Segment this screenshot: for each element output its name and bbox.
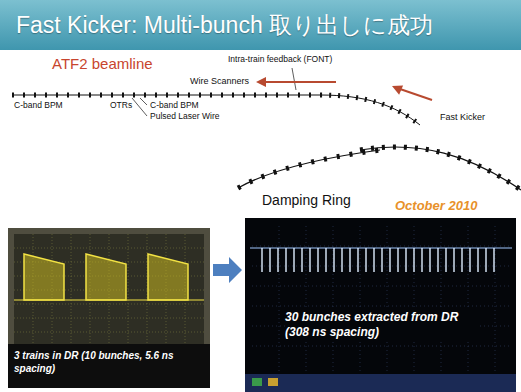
block-arrow <box>213 257 242 283</box>
component-label: Wire Scanners <box>190 76 249 86</box>
title-band: Fast Kicker: Multi-bunch 取り出しに成功 <box>0 0 521 50</box>
date-label: October 2010 <box>395 199 477 214</box>
component-label: OTRs <box>110 101 132 111</box>
photo-caption: 3 trains in DR (10 bunches, 5.6 ns spaci… <box>14 350 182 375</box>
component-label: Intra-train feedback (FONT) <box>228 55 332 65</box>
oscilloscope-photo <box>245 218 516 392</box>
section-heading: ATF2 beamline <box>52 55 153 72</box>
component-label: Fast Kicker <box>440 112 485 122</box>
photo-caption: 30 bunches extracted from DR (308 ns spa… <box>285 310 480 340</box>
oscilloscope-frame: 30 bunches extracted from DR (308 ns spa… <box>245 218 516 392</box>
leader-lines <box>132 68 296 116</box>
component-label: Damping Ring <box>262 192 351 208</box>
component-label: C-band BPM <box>150 101 199 111</box>
slide-title: Fast Kicker: Multi-bunch 取り出しに成功 <box>0 10 433 41</box>
component-label: C-band BPM <box>14 101 63 111</box>
component-label: Pulsed Laser Wire <box>150 112 219 122</box>
oscilloscope-frame: 3 trains in DR (10 bunches, 5.6 ns spaci… <box>8 228 210 388</box>
damping-ring <box>238 147 521 190</box>
beam-direction-arrow <box>256 77 432 100</box>
beamline <box>12 95 420 125</box>
oscilloscope-photo <box>8 228 210 388</box>
